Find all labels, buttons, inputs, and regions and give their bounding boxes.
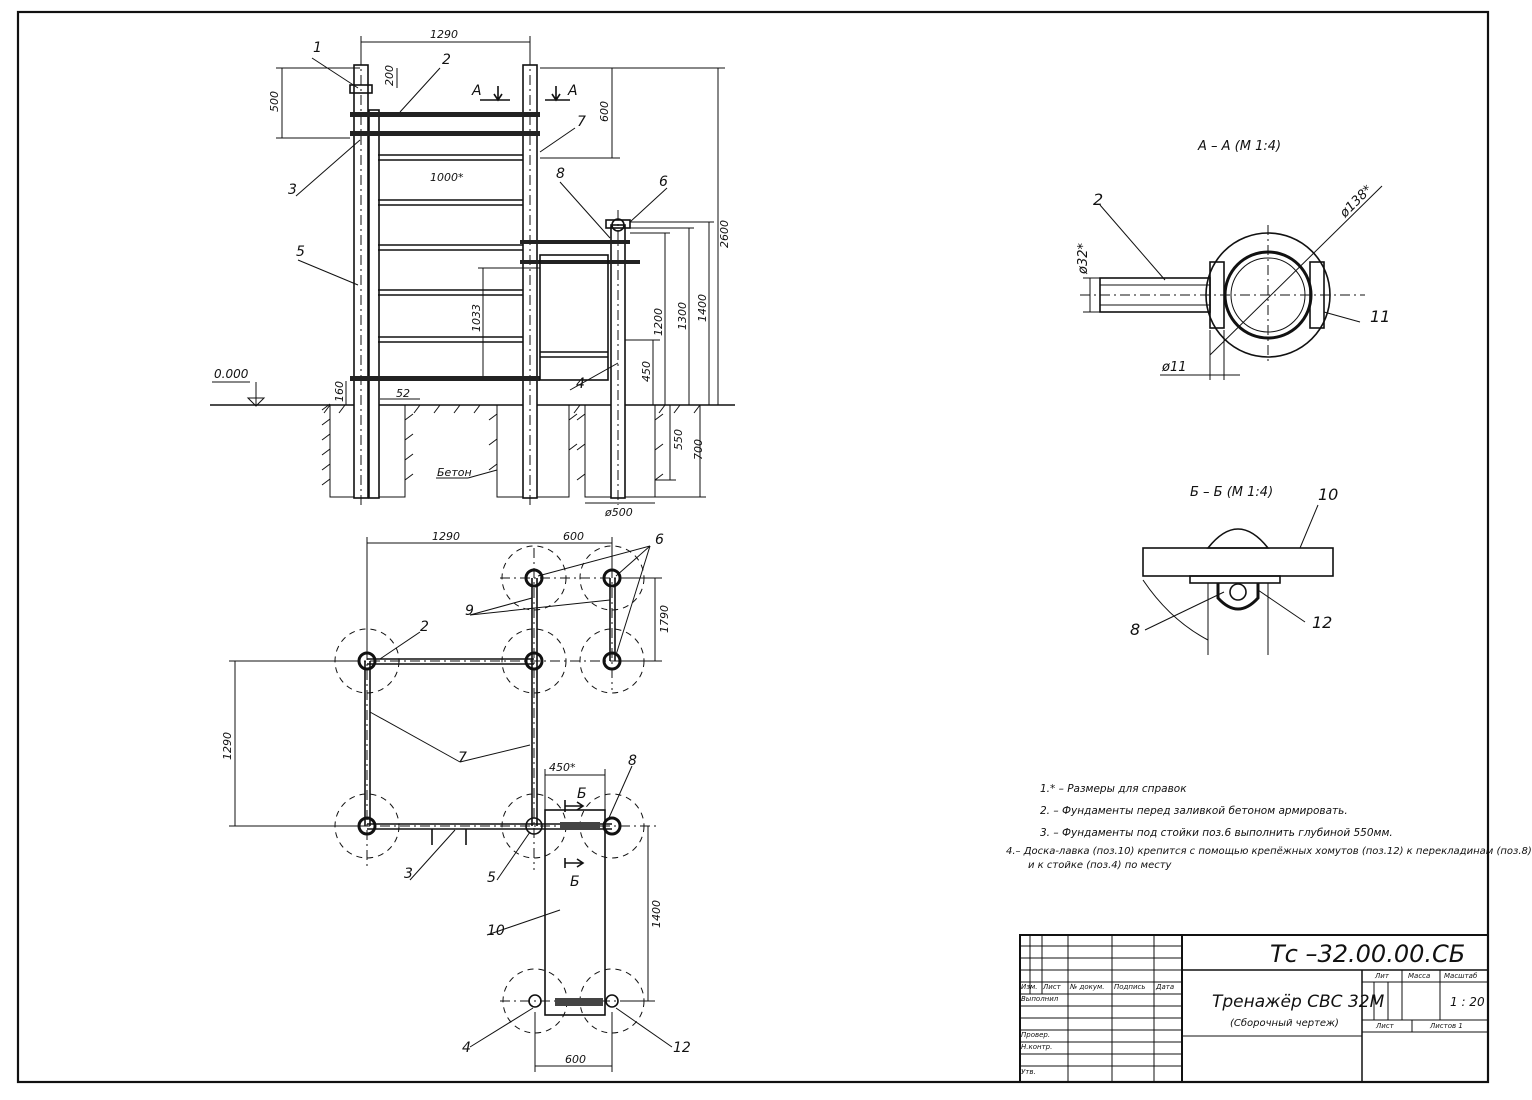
- tb-row-nkontr: Н.контр.: [1021, 1043, 1053, 1051]
- section-b-b: Б – Б (М 1:4) 10 8 12: [1130, 485, 1338, 655]
- dim-700: 700: [692, 439, 705, 460]
- plan-callout-10: 10: [487, 923, 505, 939]
- section-a-a: А – А (М 1:4) ø32* ø138* ø11 2 11: [1076, 139, 1390, 380]
- plan-dim-1290: 1290: [432, 530, 460, 543]
- callout-1: 1: [313, 40, 322, 56]
- plan-callout-12: 12: [673, 1040, 691, 1056]
- plan-callout-6: 6: [655, 532, 664, 548]
- note-4-continued: и к стойке (поз.4) по месту: [1028, 860, 1172, 871]
- posts: [353, 64, 626, 499]
- bench-board-plan: [544, 809, 606, 1016]
- dim-1290-top: 1290: [430, 28, 458, 41]
- plan-callout-5: 5: [487, 870, 496, 886]
- plan-callout-8: 8: [628, 753, 637, 769]
- tb-massa: Масса: [1408, 972, 1431, 980]
- tb-col-sign: Подпись: [1114, 983, 1146, 991]
- plan-callout-7: 7: [458, 750, 467, 766]
- section-b-mark-bottom: Б: [570, 874, 580, 890]
- drawing-subtitle: (Сборочный чертеж): [1230, 1018, 1339, 1029]
- tb-scale: 1 : 20: [1450, 995, 1485, 1009]
- section-a-title: А – А (М 1:4): [1197, 139, 1281, 154]
- dim-600: 600: [598, 101, 611, 122]
- dim-550: 550: [672, 429, 685, 450]
- dim-500: 500: [268, 91, 281, 112]
- section-b-callout-12: 12: [1312, 613, 1332, 632]
- dim-d11: ø11: [1161, 360, 1187, 375]
- note-1: 1.* – Размеры для справок: [1040, 783, 1187, 795]
- section-a-callout-11: 11: [1370, 307, 1390, 326]
- tb-row-utv: Утв.: [1021, 1068, 1036, 1076]
- tb-col-izm: Изм.: [1021, 983, 1038, 991]
- dim-1000: 1000*: [430, 171, 464, 184]
- callout-5: 5: [296, 244, 305, 260]
- dim-d500: ø500: [604, 506, 633, 519]
- callout-3: 3: [288, 182, 297, 198]
- tb-col-date: Дата: [1156, 983, 1175, 991]
- drawing-name: Тренажёр СВС 32М: [1212, 992, 1385, 1012]
- tb-row-vypolnil: Выполнил: [1021, 995, 1059, 1003]
- note-2: 2. – Фундаменты перед заливкой бетоном а…: [1040, 805, 1348, 817]
- tb-col-doc: № докум.: [1070, 983, 1105, 991]
- note-3: 3. – Фундаменты под стойки поз.6 выполни…: [1040, 827, 1393, 839]
- front-view: 0.000 А А 1290 500 200 600 2600: [210, 28, 735, 519]
- tb-lit: Лит: [1375, 972, 1389, 980]
- plan-dim-450: 450*: [549, 761, 576, 774]
- dim-200: 200: [383, 65, 396, 86]
- callout-2: 2: [442, 52, 451, 68]
- concrete-label: Бетон: [437, 466, 472, 479]
- plan-callout-9: 9: [465, 603, 474, 619]
- plan-dim-600-top: 600: [563, 530, 584, 543]
- ladder-rungs: [378, 154, 523, 343]
- crossbars: [349, 84, 640, 381]
- dim-160: 160: [333, 381, 346, 402]
- tb-row-prover: Провер.: [1021, 1031, 1051, 1039]
- level-mark: 0.000: [214, 367, 249, 381]
- callout-6: 6: [659, 174, 668, 190]
- tb-list: Лист: [1376, 1022, 1394, 1030]
- plan-callout-4: 4: [462, 1040, 471, 1056]
- dim-1300: 1300: [676, 302, 689, 330]
- drawing-sheet: 0.000 А А 1290 500 200 600 2600: [16, 10, 1490, 1084]
- plan-callout-3: 3: [404, 866, 413, 882]
- sheet-frame: [16, 10, 1490, 1084]
- dim-d32: ø32*: [1076, 243, 1091, 275]
- callout-7: 7: [577, 114, 586, 130]
- plan-dim-1400: 1400: [650, 900, 663, 928]
- plan-dim-600-bottom: 600: [565, 1053, 586, 1066]
- callout-8: 8: [556, 166, 565, 182]
- dim-52: 52: [396, 387, 410, 400]
- section-a-callout-2: 2: [1093, 190, 1103, 209]
- tb-col-list: Лист: [1043, 983, 1061, 991]
- section-b-mark-top: Б: [577, 786, 587, 802]
- section-b-callout-10: 10: [1318, 485, 1338, 504]
- bench-board: [539, 254, 609, 381]
- dim-d138: ø138*: [1337, 182, 1376, 221]
- dim-2600: 2600: [718, 220, 731, 248]
- dim-1033: 1033: [470, 304, 483, 332]
- section-a-mark-right: А: [567, 83, 578, 99]
- section-b-callout-8: 8: [1130, 620, 1140, 639]
- plan-view: 1290 600 1790 1290 450* 1400 600 Б Б 6 9…: [221, 530, 691, 1072]
- section-b-title: Б – Б (М 1:4): [1190, 485, 1273, 500]
- callout-4: 4: [576, 376, 585, 392]
- tb-listov: Листов 1: [1430, 1022, 1463, 1030]
- tb-masshtab: Масштаб: [1444, 972, 1478, 980]
- plan-callout-2: 2: [420, 619, 429, 635]
- dim-450: 450: [640, 361, 653, 382]
- plan-dim-1290-vert: 1290: [221, 732, 234, 760]
- title-block-grid: [1019, 934, 1489, 1083]
- dim-1400: 1400: [696, 294, 709, 322]
- dim-1200: 1200: [652, 308, 665, 336]
- section-a-mark-left: А: [471, 83, 482, 99]
- plan-dim-1790: 1790: [658, 605, 671, 633]
- drawing-code: Тс –32.00.00.СБ: [1270, 940, 1466, 968]
- note-4: 4.– Доска-лавка (поз.10) крепится с помо…: [1006, 846, 1532, 857]
